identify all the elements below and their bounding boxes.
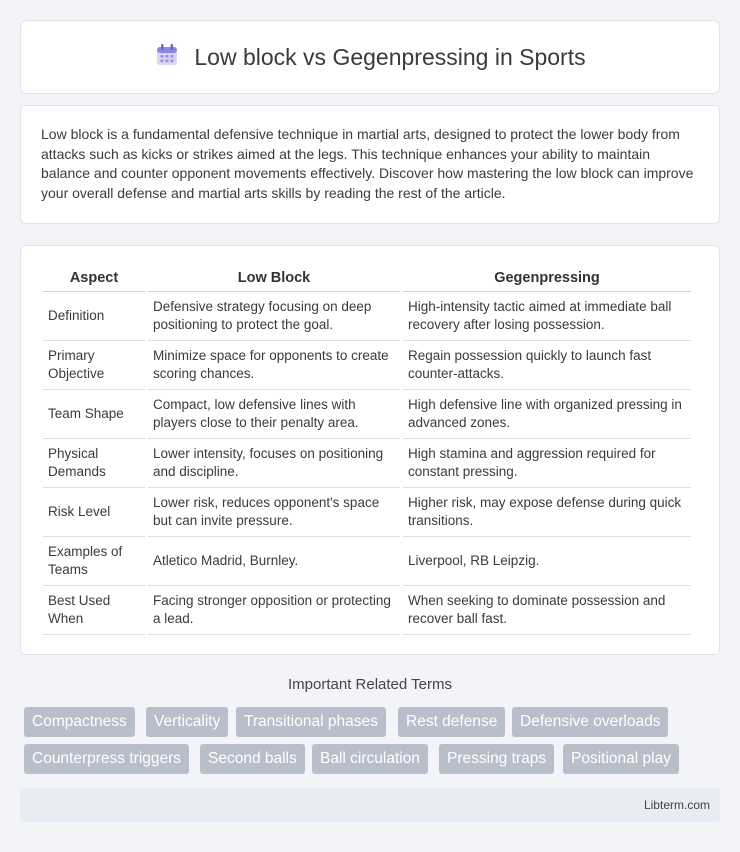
aspect-cell: Risk Level: [43, 488, 145, 537]
low-block-cell: Atletico Madrid, Burnley.: [148, 537, 400, 586]
related-term-tag[interactable]: Compactness: [24, 707, 135, 737]
low-block-cell: Lower intensity, focuses on positioning …: [148, 439, 400, 488]
related-term-tag[interactable]: Pressing traps: [439, 744, 555, 774]
related-term-tag[interactable]: Second balls: [200, 744, 305, 774]
related-term-tag[interactable]: Defensive overloads: [512, 707, 669, 737]
table-row: Examples of Teams Atletico Madrid, Burnl…: [43, 537, 691, 586]
low-block-cell: Minimize space for opponents to create s…: [148, 341, 400, 390]
aspect-cell: Examples of Teams: [43, 537, 145, 586]
footer-link[interactable]: Libterm.com: [643, 798, 710, 812]
related-term-tag[interactable]: Transitional phases: [236, 707, 386, 737]
aspect-cell: Definition: [43, 292, 145, 341]
table-row: Physical Demands Lower intensity, focuse…: [43, 439, 691, 488]
gegenpressing-cell: Higher risk, may expose defense during q…: [403, 488, 691, 537]
table-row: Risk Level Lower risk, reduces opponent'…: [43, 488, 691, 537]
column-header-gegenpressing: Gegenpressing: [403, 265, 691, 292]
intro-text: Low block is a fundamental defensive tec…: [41, 126, 694, 201]
table-row: Primary Objective Minimize space for opp…: [43, 341, 691, 390]
related-term-tag[interactable]: Verticality: [146, 707, 229, 737]
aspect-cell: Primary Objective: [43, 341, 145, 390]
low-block-cell: Facing stronger opposition or protecting…: [148, 586, 400, 635]
column-header-aspect: Aspect: [43, 265, 145, 292]
header-card: Low block vs Gegenpressing in Sports: [20, 20, 720, 94]
comparison-card: Aspect Low Block Gegenpressing Definitio…: [20, 245, 720, 655]
footer: Libterm.com: [20, 788, 720, 822]
low-block-cell: Compact, low defensive lines with player…: [148, 390, 400, 439]
gegenpressing-cell: Liverpool, RB Leipzig.: [403, 537, 691, 586]
related-term-tag[interactable]: Counterpress triggers: [24, 744, 190, 774]
gegenpressing-cell: Regain possession quickly to launch fast…: [403, 341, 691, 390]
low-block-cell: Defensive strategy focusing on deep posi…: [148, 292, 400, 341]
related-term-tag[interactable]: Ball circulation: [312, 744, 428, 774]
table-row: Best Used When Facing stronger oppositio…: [43, 586, 691, 635]
table-row: Definition Defensive strategy focusing o…: [43, 292, 691, 341]
page-title: Low block vs Gegenpressing in Sports: [194, 43, 586, 70]
aspect-cell: Physical Demands: [43, 439, 145, 488]
gegenpressing-cell: High-intensity tactic aimed at immediate…: [403, 292, 691, 341]
gegenpressing-cell: High defensive line with organized press…: [403, 390, 691, 439]
gegenpressing-cell: When seeking to dominate possession and …: [403, 586, 691, 635]
related-term-tag[interactable]: Rest defense: [398, 707, 506, 737]
aspect-cell: Best Used When: [43, 586, 145, 635]
table-row: Team Shape Compact, low defensive lines …: [43, 390, 691, 439]
intro-card: Low block is a fundamental defensive tec…: [20, 105, 720, 224]
gegenpressing-cell: High stamina and aggression required for…: [403, 439, 691, 488]
calendar-icon: [154, 42, 180, 73]
related-terms-title: Important Related Terms: [288, 676, 452, 693]
column-header-low-block: Low Block: [148, 265, 400, 292]
aspect-cell: Team Shape: [43, 390, 145, 439]
related-term-tag[interactable]: Positional play: [563, 744, 679, 774]
comparison-table: Aspect Low Block Gegenpressing Definitio…: [40, 265, 694, 635]
low-block-cell: Lower risk, reduces opponent's space but…: [148, 488, 400, 537]
